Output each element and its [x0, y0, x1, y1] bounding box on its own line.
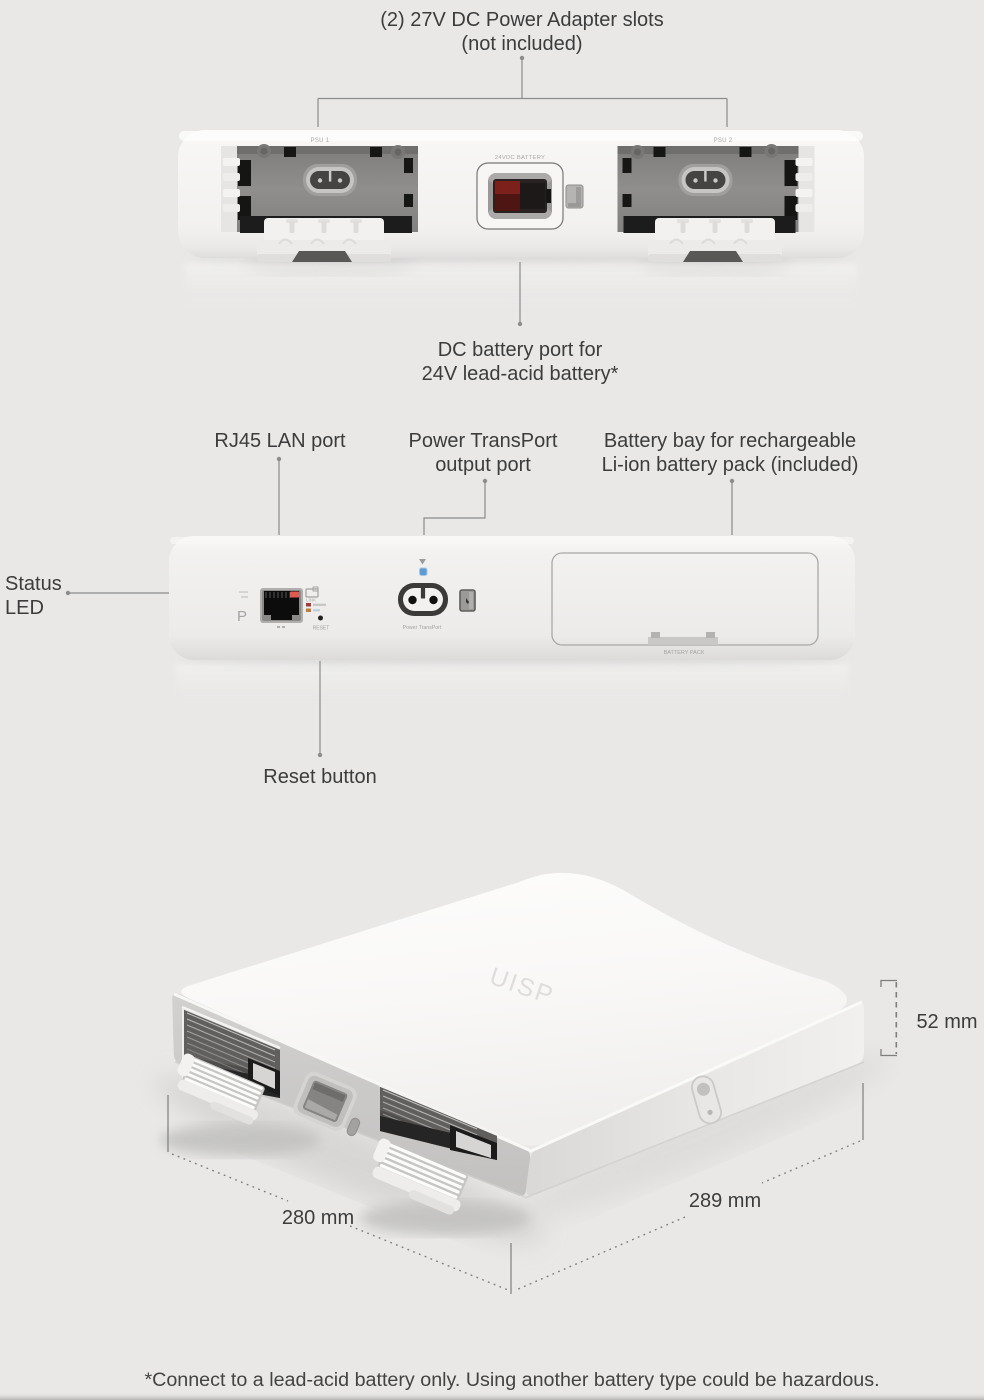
svg-text:LINK: LINK [306, 598, 316, 603]
svg-text:Power TransPort: Power TransPort [403, 625, 442, 631]
svg-text:*Connect to a lead-acid batter: *Connect to a lead-acid battery only. Us… [144, 1369, 879, 1391]
svg-text:PSU 2: PSU 2 [714, 138, 733, 144]
svg-text:DC battery port for: DC battery port for [438, 339, 603, 361]
svg-text:Status: Status [5, 573, 62, 595]
svg-text:289 mm: 289 mm [689, 1190, 761, 1212]
svg-text:LED: LED [5, 597, 44, 619]
svg-text:RJ45 LAN port: RJ45 LAN port [214, 430, 346, 452]
svg-text:24VDC BATTERY: 24VDC BATTERY [495, 155, 545, 161]
svg-text:output port: output port [435, 454, 531, 476]
svg-text:Battery bay for rechargeable: Battery bay for rechargeable [604, 430, 856, 452]
svg-text:RESET: RESET [313, 626, 330, 632]
svg-text:(2) 27V DC Power Adapter slots: (2) 27V DC Power Adapter slots [380, 9, 663, 31]
svg-text:Reset button: Reset button [263, 766, 376, 788]
svg-text:PSU 1: PSU 1 [311, 138, 330, 144]
svg-text:52 mm: 52 mm [916, 1011, 977, 1033]
svg-text:(not included): (not included) [461, 33, 582, 55]
svg-text:Power TransPort: Power TransPort [409, 430, 558, 452]
svg-text:280 mm: 280 mm [282, 1207, 354, 1229]
svg-text:Li-ion battery pack (included): Li-ion battery pack (included) [602, 454, 859, 476]
svg-text:BATTERY PACK: BATTERY PACK [664, 650, 705, 656]
svg-text:P: P [237, 608, 247, 625]
svg-text:24V lead-acid battery*: 24V lead-acid battery* [422, 363, 619, 385]
